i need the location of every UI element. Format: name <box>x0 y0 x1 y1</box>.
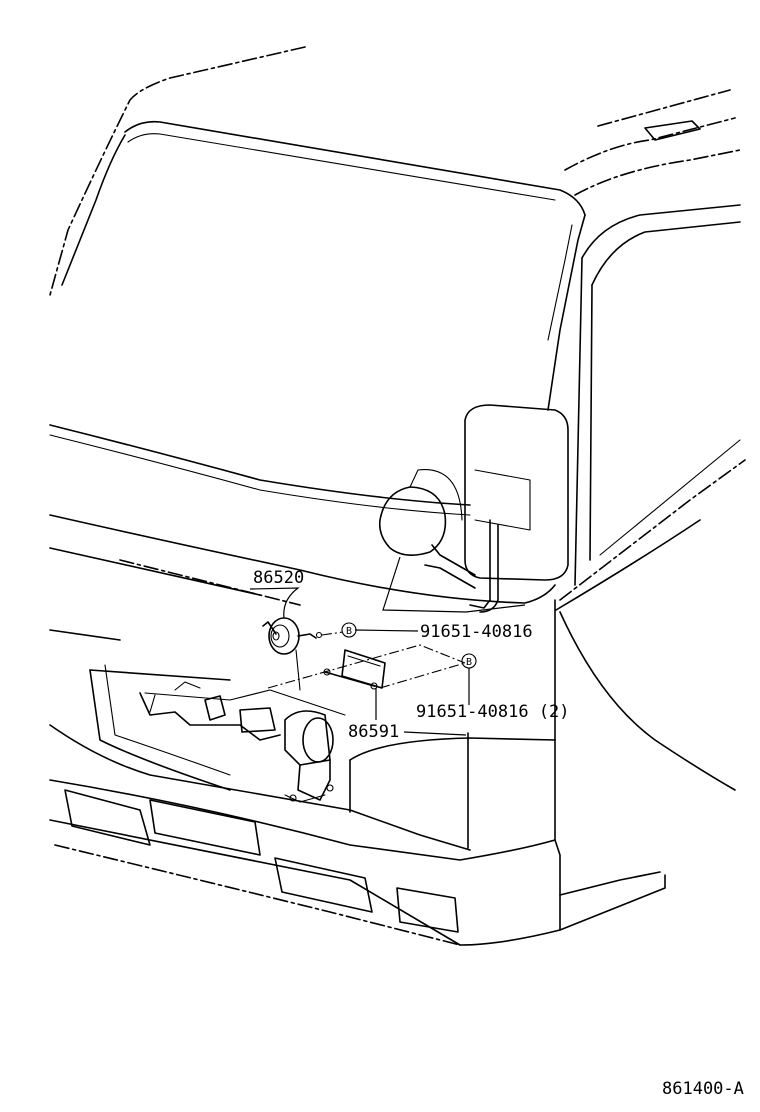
figure-code: 861400-A <box>662 1079 744 1099</box>
bolt-marker-upper-letter: B <box>346 626 352 637</box>
bolt-marker-lower-letter: B <box>466 657 472 668</box>
horn-assembly <box>262 617 323 691</box>
label-bolt-upper-part-number[interactable]: 91651-40816 <box>420 622 533 642</box>
label-bracket-part-number[interactable]: 86591 <box>348 722 399 742</box>
leader-lines <box>249 556 526 736</box>
bolt-marker-lower: B <box>461 653 477 669</box>
label-horn-part-number[interactable]: 86520 <box>253 568 304 588</box>
bolt-marker-upper: B <box>341 622 357 638</box>
front-mechanism <box>139 681 346 803</box>
label-bolt-lower-part-number[interactable]: 91651-40816 (2) <box>416 702 570 722</box>
truck-cab-drawing <box>49 46 746 946</box>
